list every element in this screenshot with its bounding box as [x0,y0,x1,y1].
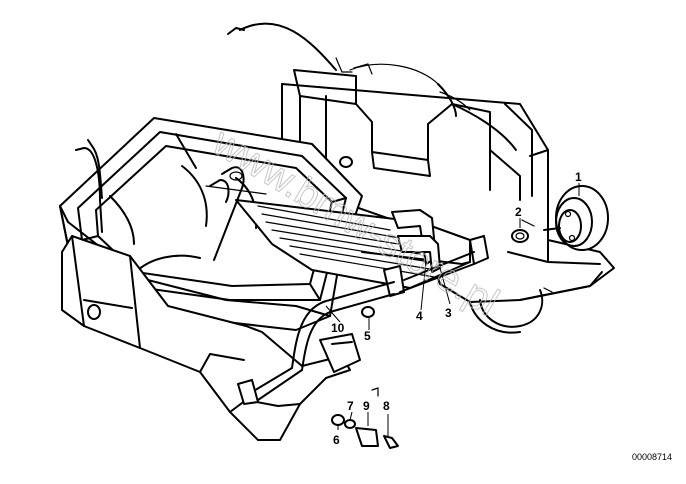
vent-outlet-part1 [543,185,609,251]
small-hardware [331,229,529,449]
control-cables [227,22,517,151]
callout-4: 4 [416,309,423,323]
drawing-number: 00008714 [632,452,672,462]
rear-housing-shell [281,57,615,334]
callout-5: 5 [364,329,371,343]
callout-8: 8 [383,399,390,413]
leader-lines [325,183,580,436]
callout-10: 10 [331,321,345,335]
pipe-fittings [383,209,489,297]
callout-1: 1 [575,170,582,184]
callout-6: 6 [333,433,340,447]
hose-clamps [75,139,245,261]
callout-7: 7 [347,399,354,413]
callout-labels: 1 2 3 4 5 10 6 7 9 8 [331,170,582,447]
callout-3: 3 [445,306,452,320]
callout-2: 2 [515,205,522,219]
callout-9: 9 [363,399,370,413]
water-hose [237,281,395,405]
lower-air-duct [61,235,361,441]
